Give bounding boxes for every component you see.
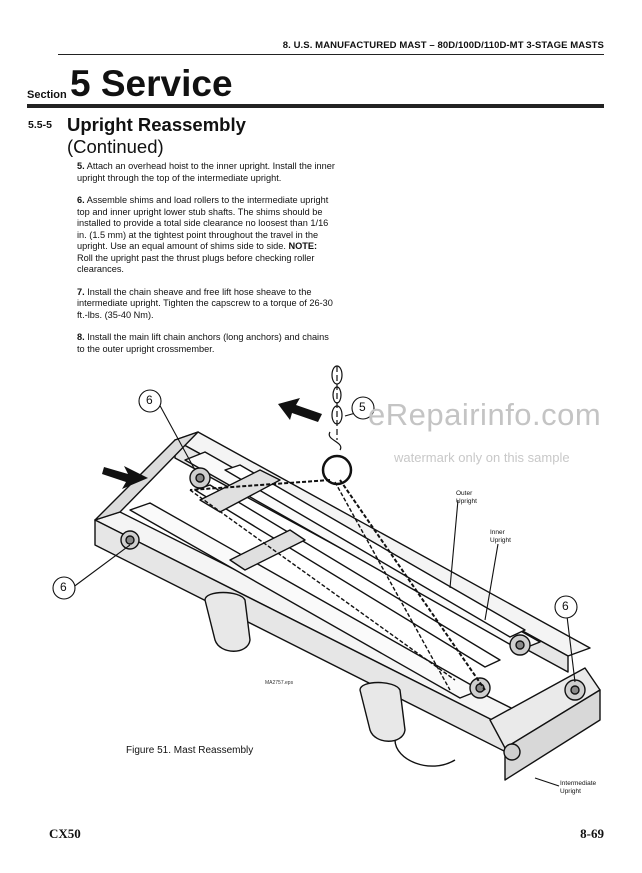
subsection-continued: (Continued) — [67, 136, 164, 157]
figure-caption: Figure 51. Mast Reassembly — [126, 745, 254, 756]
header-title: 8. U.S. MANUFACTURED MAST – 80D/100D/110… — [282, 40, 604, 51]
callout-6-left: 6 — [60, 580, 67, 594]
note-label: NOTE: — [288, 241, 318, 251]
callout-6-right: 6 — [562, 599, 569, 613]
mast-illustration — [52, 365, 601, 787]
figure-file-name: MA2757.eps — [265, 680, 294, 686]
callout-5: 5 — [359, 400, 366, 414]
section-title: 5 Service — [70, 63, 233, 104]
step-item: 5. Attach an overhead hoist to the inner… — [77, 161, 335, 183]
watermark-site: eRepairinfo.com — [368, 397, 602, 432]
callout-6-top: 6 — [146, 393, 153, 407]
subsection-number: 5.5-5 — [28, 119, 52, 131]
label-outer-upright: Outer Upright — [456, 490, 477, 505]
step-item: 6. Assemble shims and load rollers to th… — [77, 195, 329, 274]
footer-model: CX50 — [49, 826, 81, 841]
step-item: 8. Install the main lift chain anchors (… — [77, 332, 329, 354]
step-item: 7. Install the chain sheave and free lif… — [77, 286, 333, 320]
label-inner-upright: Inner Upright — [490, 529, 511, 544]
header-rule — [58, 54, 604, 55]
section-rule — [27, 104, 604, 108]
watermark-note: watermark only on this sample — [394, 450, 570, 465]
section-label: Section — [27, 89, 67, 101]
footer-page-number: 8-69 — [580, 826, 604, 841]
subsection-title: Upright Reassembly — [67, 114, 246, 135]
label-intermediate-upright: Intermediate Upright — [560, 780, 597, 795]
step-list: 5. Attach an overhead hoist to the inner… — [77, 161, 335, 366]
